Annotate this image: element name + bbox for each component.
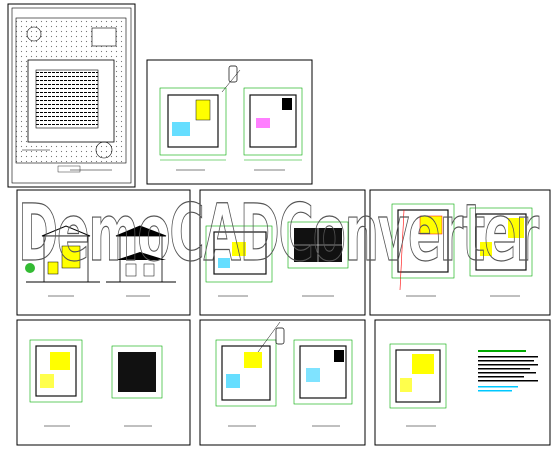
site-plan-sheet	[7, 3, 136, 188]
site-building-footprint	[35, 69, 99, 129]
notes-plan-sheet	[374, 319, 551, 446]
car-icon	[275, 327, 285, 345]
tree-icon	[26, 26, 42, 42]
floor-plans-sheet-2	[199, 319, 366, 446]
elevations-sheet	[16, 189, 191, 316]
section-roof-sheet	[199, 189, 366, 316]
ground-floor-plan	[167, 94, 219, 148]
upper-floor-plans-sheet	[369, 189, 551, 316]
floor-plans-sheet	[146, 59, 313, 185]
watermark-text: DemoCADConverter	[18, 189, 540, 279]
roof-top-view	[118, 352, 156, 392]
design-notes-text-block	[478, 350, 538, 392]
tree-icon	[95, 141, 113, 159]
roof-plans-sheet	[16, 319, 191, 446]
site-kiosk	[91, 27, 117, 47]
